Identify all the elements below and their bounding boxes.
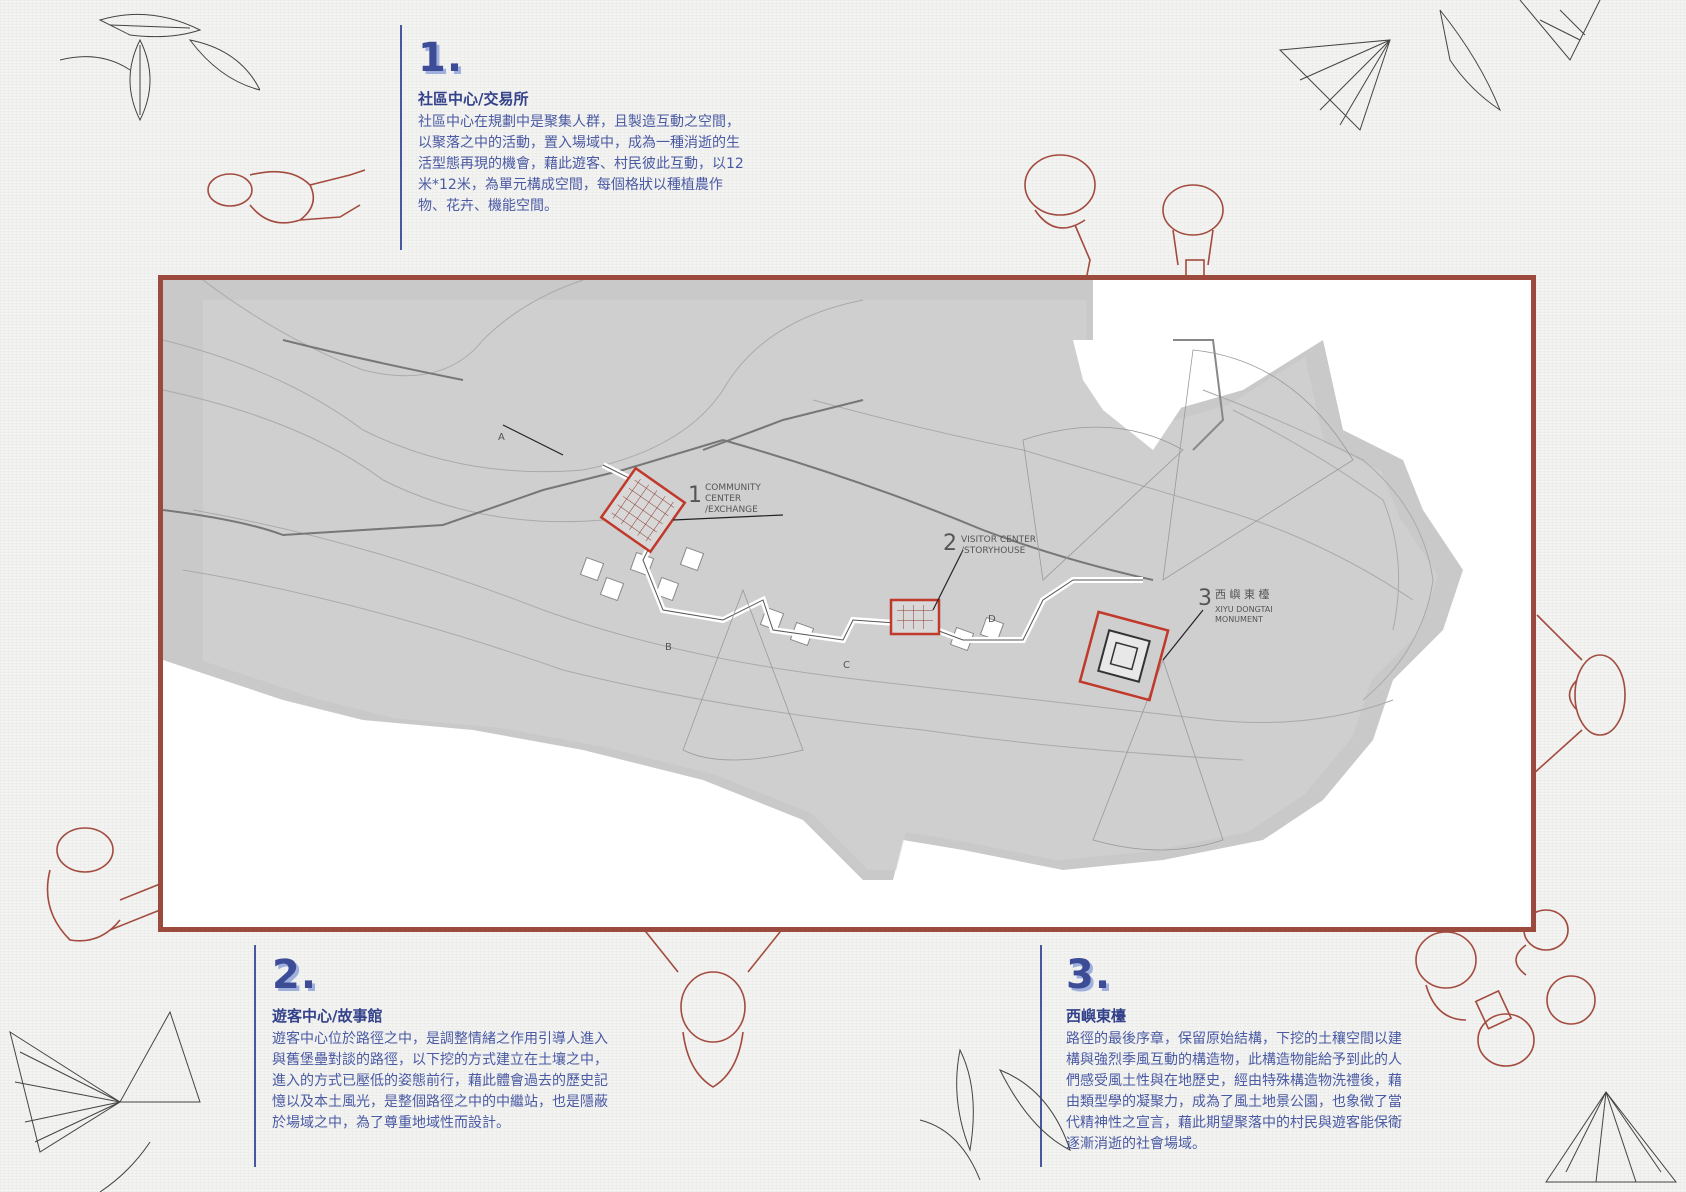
section3-block: 3. 西嶼東檯 路徑的最後序章，保留原始結構，下挖的土穰空間以建構與強烈季風互動… [1066,955,1402,1155]
palm-sketch-bottom-right [1545,1091,1678,1183]
label-3-number: 3 [1198,586,1212,611]
person-sketch-top-left [207,169,366,224]
harbour-area [1073,310,1243,450]
section2-number: 2. [272,952,318,998]
marker-a: A [498,432,505,443]
plant-sketch-bottom-center [919,1048,1071,1181]
site-plan-frame: 1 COMMUNITY CENTER /EXCHANGE 2 VISITOR C… [158,275,1536,932]
section2-title: 遊客中心/故事館 [272,1007,383,1025]
person-sketch-top-center [1024,154,1096,286]
section3-title: 西嶼東檯 [1066,1007,1127,1025]
person-sketch-right [1531,614,1626,776]
marker-c: C [843,660,850,671]
label-2-line2: /STORYHOUSE [961,546,1026,556]
label-1-line1: COMMUNITY [705,483,761,493]
section1-body: 社區中心在規劃中是聚集人群，且製造互動之空間，以聚落之中的活動，置入場域中，成為… [418,114,744,214]
marker-b: B [665,642,672,653]
section2-body: 遊客中心位於路徑之中，是調整情緒之作用引導人進入與舊堡壘對談的路徑，以下挖的方式… [272,1031,608,1131]
palm-sketch-bottom-left [9,1010,201,1192]
palm-sketch-top-right [1278,0,1601,131]
person-sketch-bottom-center [637,921,789,1088]
label-3-line1: XIYU DONGTAI [1215,605,1273,614]
section1-title: 社區中心/交易所 [418,90,529,108]
plant-sketch-top-left [59,13,260,122]
site-plan-map: 1 COMMUNITY CENTER /EXCHANGE 2 VISITOR C… [163,280,1463,880]
monument-highlight [1078,610,1170,702]
label-3-line2: MONUMENT [1215,615,1263,624]
person-sketch-top-center-2 [1162,184,1224,283]
section2-rule [254,945,256,1167]
label-1-number: 1 [688,483,702,508]
marker-d: D [988,614,996,625]
label-3-chinese: 西 嶼 東 檯 [1215,587,1270,601]
label-1-line2: CENTER [705,494,741,504]
section1-block: 1. 社區中心/交易所 社區中心在規劃中是聚集人群，且製造互動之空間，以聚落之中… [418,38,748,217]
section3-number: 3. [1066,952,1112,998]
section2-block: 2. 遊客中心/故事館 遊客中心位於路徑之中，是調整情緒之作用引導人進入與舊堡壘… [272,955,608,1134]
section1-rule [400,25,402,250]
label-2-number: 2 [943,531,957,556]
section3-body: 路徑的最後序章，保留原始結構，下挖的土穰空間以建構與強烈季風互動的構造物，此構造… [1066,1031,1402,1152]
label-1-line3: /EXCHANGE [705,505,758,515]
label-2-line1: VISITOR CENTER [961,535,1036,545]
section3-rule [1040,945,1042,1167]
section1-number: 1. [418,35,464,81]
